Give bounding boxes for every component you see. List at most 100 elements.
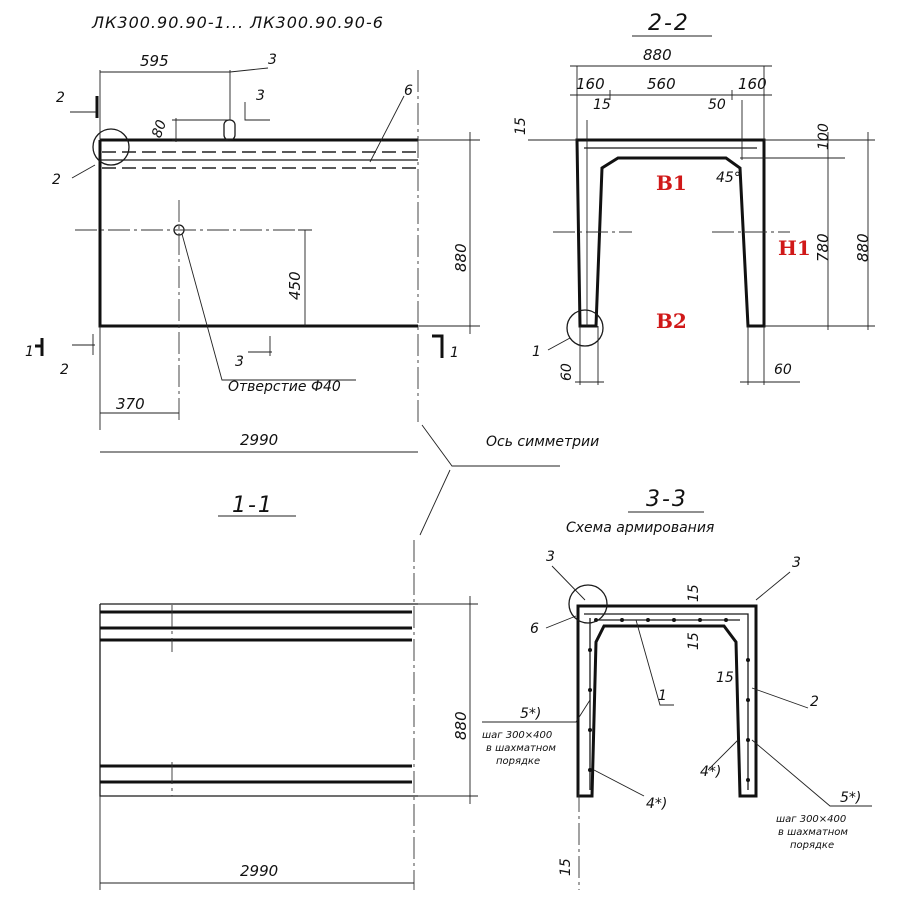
annotation-b2: B2 <box>656 309 687 333</box>
dim-880-11-lines <box>418 596 478 804</box>
section-3-bottom-arrow <box>248 336 272 356</box>
step-note-right-1: шаг 300×400 <box>776 814 846 825</box>
detail-circle-1 <box>566 309 604 347</box>
mark-2-arrow-top: 2 <box>56 90 65 106</box>
mark-2-33: 2 <box>810 694 819 710</box>
dim-160-left: 160 <box>576 75 605 93</box>
axis-leader <box>421 424 560 467</box>
step-note-left-1: шаг 300×400 <box>482 730 552 741</box>
dim-80-lines <box>172 118 228 142</box>
dim-780: 780 <box>814 233 832 262</box>
dim-880-top-lines <box>570 65 772 140</box>
dim-60-right-lines <box>740 326 800 385</box>
dim-2990-11: 2990 <box>240 862 278 880</box>
detail-circle-33 <box>568 584 608 624</box>
section-3-3: 3-3 Схема армирования 3 3 6 1 2 15 15 15… <box>482 487 872 890</box>
channel-profile-33 <box>576 604 758 798</box>
dim-595-lines <box>99 70 231 140</box>
detail-circle-2 <box>92 128 130 166</box>
mark-5-left: 5*) <box>520 706 541 722</box>
step-note-left-2: в шахматном <box>486 743 556 754</box>
dim-15-33d: 15 <box>558 858 574 876</box>
dim-370: 370 <box>116 395 145 413</box>
dim-15-33c: 15 <box>716 670 734 686</box>
channel-profile <box>575 138 766 328</box>
dim-50: 50 <box>708 97 726 113</box>
lifting-loop <box>223 119 236 141</box>
step-note-right-3: порядке <box>790 840 834 851</box>
dim-45deg: 45° <box>716 170 741 186</box>
dim-450-lines <box>298 229 312 326</box>
dim-880-22: 880 <box>643 46 672 64</box>
mark-3-right-33: 3 <box>792 555 801 571</box>
dim-60-left-lines <box>575 326 604 385</box>
step-note-right-2: в шахматном <box>778 827 848 838</box>
dim-160-line <box>570 90 772 100</box>
leader-2-circle <box>71 164 96 179</box>
leader-1-22 <box>547 337 571 351</box>
hole-leader <box>181 233 356 381</box>
front-view: 595 3 80 3 6 2 2 880 450 1 1 2 3 <box>25 52 599 536</box>
dim-right-lines <box>740 132 875 330</box>
leader-3-right <box>755 571 791 601</box>
section-1-right-mark <box>432 334 444 358</box>
leader-6 <box>369 95 405 163</box>
dim-100: 100 <box>816 123 832 150</box>
mark-4-left: 4*) <box>646 796 667 812</box>
dim-450: 450 <box>286 271 304 300</box>
mark-1-33: 1 <box>658 688 667 704</box>
section-1-1-title: 1-1 <box>232 493 274 518</box>
leader-5-right <box>751 739 872 807</box>
section-3-3-subtitle: Схема армирования <box>566 520 714 536</box>
drawing-title: ЛК300.90.90-1... ЛК300.90.90-6 <box>91 13 384 32</box>
mark-6-33: 6 <box>530 621 539 637</box>
mark-3-left-33: 3 <box>546 549 555 565</box>
dim-80: 80 <box>149 118 170 140</box>
step-note-left-3: порядке <box>496 756 540 767</box>
axis-note: Ось симметрии <box>486 434 599 450</box>
leader-1-33 <box>635 619 674 706</box>
mark-6-top: 6 <box>404 83 413 99</box>
dim-370-lines <box>99 326 179 430</box>
dim-880-top: 880 <box>452 243 470 272</box>
leader-5-left <box>482 699 591 723</box>
mark-2-circle: 2 <box>52 172 61 188</box>
dim-2990-top: 2990 <box>240 431 278 449</box>
mark-3-top: 3 <box>268 52 277 68</box>
axis-leader-down <box>419 469 451 536</box>
mark-1-left: 1 <box>25 344 34 360</box>
dim-160-right: 160 <box>738 75 767 93</box>
annotation-h1: H1 <box>778 236 811 260</box>
hole-note: Отверстие Ф40 <box>228 379 341 395</box>
dim-15-33a: 15 <box>686 584 702 602</box>
mark-3-bottom: 3 <box>235 354 244 370</box>
section-1-left-mark <box>35 338 44 356</box>
mark-1-22: 1 <box>532 344 541 360</box>
dim-15-top: 15 <box>593 97 611 113</box>
leader-2-33 <box>751 687 809 709</box>
mark-2-bottom: 2 <box>60 362 69 378</box>
dim-560: 560 <box>647 75 676 93</box>
dim-880-11: 880 <box>452 711 470 740</box>
leader-4-right <box>707 739 739 771</box>
section-3-3-title: 3-3 <box>646 487 688 512</box>
dim-880-lines <box>418 132 480 334</box>
annotation-b1: B1 <box>656 171 687 195</box>
upper-flange-lines <box>100 610 412 642</box>
leader-6-33 <box>545 615 577 629</box>
leader-3-top <box>229 67 269 73</box>
dim-880-right: 880 <box>854 233 872 262</box>
mark-4-right: 4*) <box>700 764 721 780</box>
rebar-dots <box>588 618 750 782</box>
lower-flange-lines <box>100 764 412 784</box>
dim-595: 595 <box>140 52 169 70</box>
dim-15-33b: 15 <box>686 632 702 650</box>
dim-15-left: 15 <box>513 117 529 135</box>
dim-60-right: 60 <box>774 362 792 378</box>
mark-1-right: 1 <box>450 345 459 361</box>
leader-4-left <box>593 769 645 797</box>
section-2-2: 2-2 880 160 560 160 15 50 15 100 45° 780… <box>513 11 875 385</box>
dim-60-left: 60 <box>559 363 575 381</box>
section-2-bottom-arrow <box>72 334 95 355</box>
